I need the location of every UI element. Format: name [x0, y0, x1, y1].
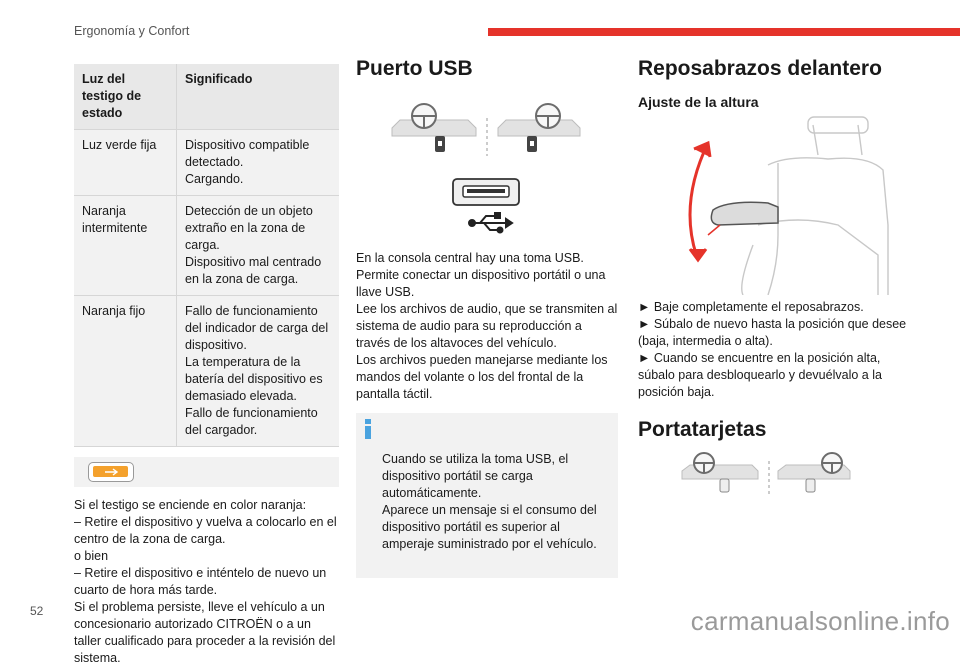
table-cell-meaning: Detección de un objeto extraño en la zon… [176, 195, 339, 296]
table-cell-light: Naranja intermitente [74, 195, 177, 296]
steering-wheel-left-icon [391, 103, 477, 152]
column-armrest: Reposabrazos delantero Ajuste de la altu… [638, 56, 918, 499]
column-usb: Puerto USB [356, 56, 618, 578]
armrest-illustration [688, 116, 889, 295]
card-holder-illustration [681, 452, 851, 495]
armrest-subtitle: Ajuste de la altura [638, 94, 759, 110]
usb-illustration [391, 103, 581, 234]
armrest-icon [710, 201, 779, 226]
table-row: Naranja fijo Fallo de funcionamiento del… [74, 295, 339, 447]
column-status-table: Luz del testigo de estado Significado Lu… [74, 64, 339, 667]
section-title: Ergonomía y Confort [74, 24, 190, 38]
usb-description: En la consola central hay una toma USB. … [356, 251, 618, 401]
steering-wheel-left-icon [681, 452, 759, 493]
watermark: carmanualsonline.info [690, 606, 950, 636]
status-table: Luz del testigo de estado Significado Lu… [74, 64, 339, 447]
table-cell-meaning: Fallo de funcionamiento del indicador de… [176, 295, 339, 447]
usb-port-icon [452, 178, 520, 206]
table-header-light: Luz del testigo de estado [74, 64, 177, 130]
table-cell-meaning: Dispositivo compatible detectado. Cargan… [176, 129, 339, 196]
table-cell-light: Naranja fijo [74, 295, 177, 447]
charging-indicator-lamp-icon [88, 462, 134, 482]
table-header-meaning: Significado [176, 64, 339, 130]
table-header-row: Luz del testigo de estado Significado [74, 64, 339, 130]
page-number: 52 [30, 604, 44, 618]
armrest-range-arrow-icon [688, 140, 721, 263]
info-icon [365, 419, 371, 439]
header-accent-bar [488, 28, 960, 36]
card-holder-title: Portatarjetas [638, 418, 767, 441]
usb-info-text: Cuando se utiliza la toma USB, el dispos… [382, 452, 597, 551]
table-row: Naranja intermitente Detección de un obj… [74, 195, 339, 296]
steering-wheel-right-icon [497, 103, 581, 152]
usb-symbol-icon [468, 212, 514, 234]
table-cell-light: Luz verde fija [74, 129, 177, 196]
table-row: Luz verde fija Dispositivo compatible de… [74, 129, 339, 196]
usb-title: Puerto USB [356, 57, 473, 80]
armrest-steps: ► Baje completamente el reposabrazos. ► … [638, 300, 907, 399]
armrest-title: Reposabrazos delantero [638, 57, 882, 80]
indicator-panel [74, 457, 339, 487]
orange-indicator-instructions: Si el testigo se enciende en color naran… [74, 498, 337, 665]
steering-wheel-right-icon [777, 452, 851, 493]
usb-info-box: Cuando se utiliza la toma USB, el dispos… [356, 413, 618, 578]
